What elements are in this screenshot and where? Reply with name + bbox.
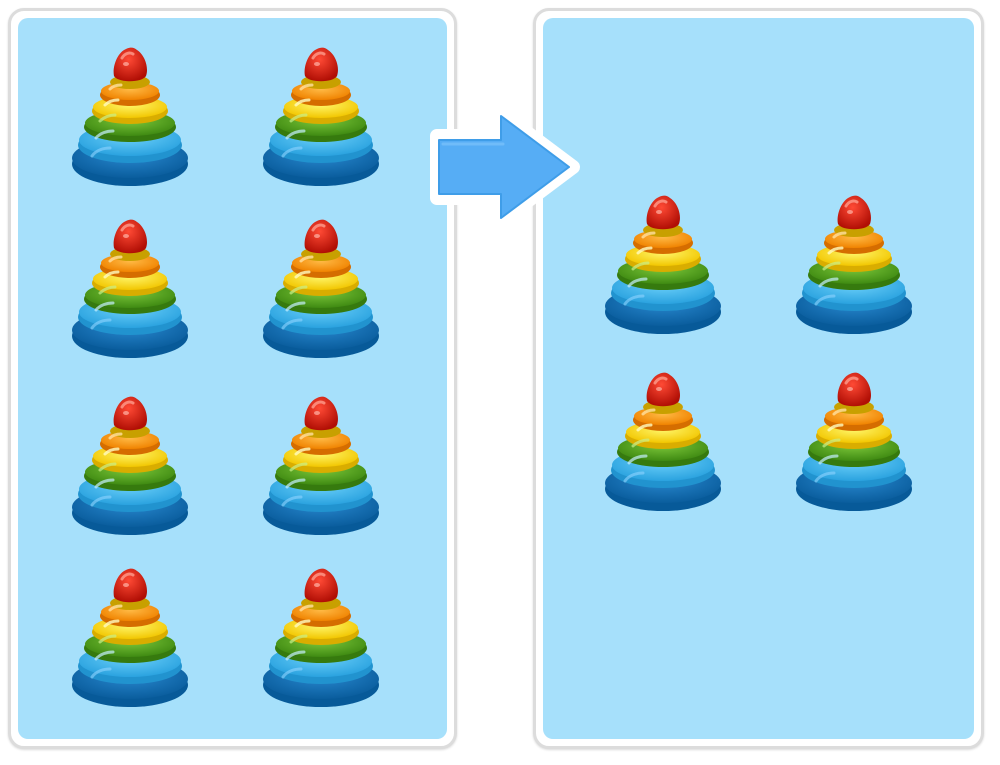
ring-stacking-pyramid-toy-icon xyxy=(261,210,381,358)
ring-stacking-pyramid-toy-icon xyxy=(794,186,914,334)
right-arrow-icon xyxy=(425,102,585,232)
before-panel xyxy=(8,8,457,749)
ring-stacking-pyramid-toy-icon xyxy=(794,363,914,511)
ring-stacking-pyramid-toy-icon xyxy=(261,387,381,535)
after-panel xyxy=(533,8,984,749)
ring-stacking-pyramid-toy-icon xyxy=(261,38,381,186)
ring-stacking-pyramid-toy-icon xyxy=(603,186,723,334)
ring-stacking-pyramid-toy-icon xyxy=(603,363,723,511)
ring-stacking-pyramid-toy-icon xyxy=(70,38,190,186)
ring-stacking-pyramid-toy-icon xyxy=(261,559,381,707)
ring-stacking-pyramid-toy-icon xyxy=(70,387,190,535)
ring-stacking-pyramid-toy-icon xyxy=(70,559,190,707)
before-panel-area xyxy=(18,18,447,739)
ring-stacking-pyramid-toy-icon xyxy=(70,210,190,358)
after-panel-area xyxy=(543,18,974,739)
